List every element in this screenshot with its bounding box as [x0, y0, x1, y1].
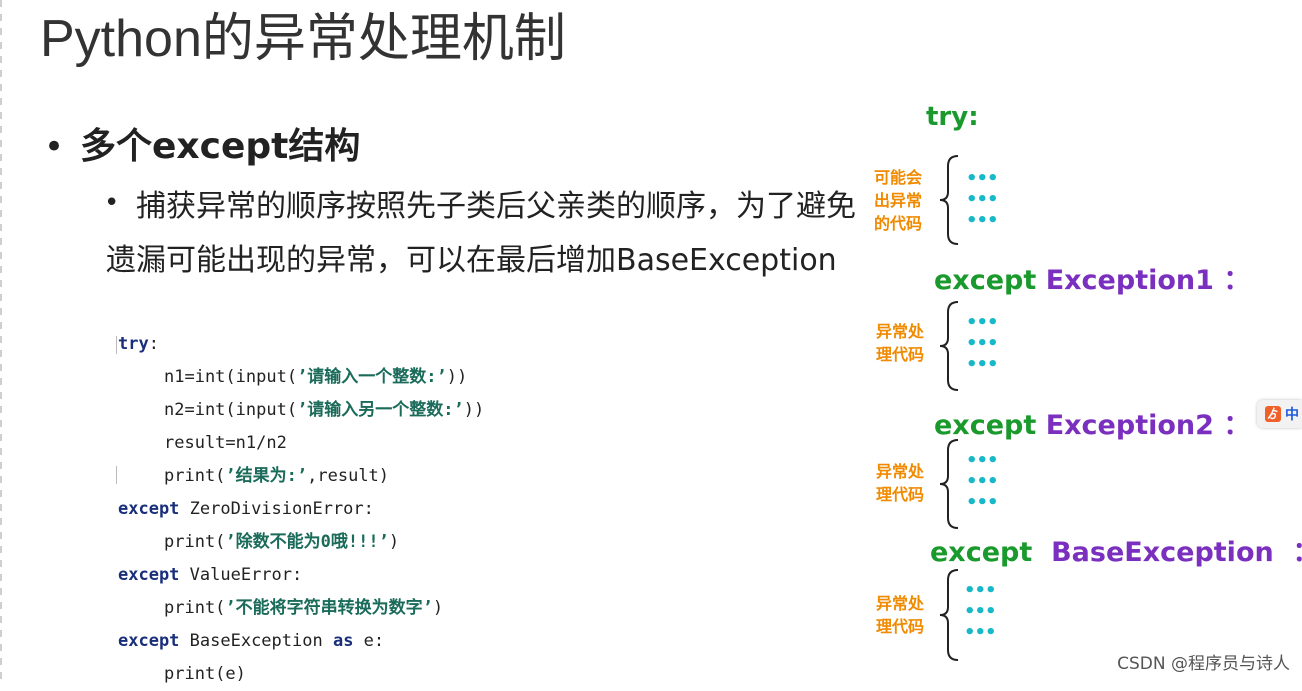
- diagram-handler3-dots: ••• ••• •••: [964, 580, 997, 643]
- curly-brace-icon: [939, 155, 959, 245]
- diagram-try-dots: ••• ••• •••: [966, 168, 999, 231]
- curly-brace-icon: [939, 569, 959, 661]
- slide-title: Python的异常处理机制: [40, 10, 566, 68]
- input-method-icon: ゟ: [1265, 406, 1281, 422]
- diagram-try-block-label: 可能会 出异常 的代码: [874, 168, 923, 233]
- description-paragraph: 捕获异常的顺序按照先子类后父亲类的顺序，为了避免遗漏可能出现的异常，可以在最后增…: [106, 189, 856, 278]
- code-line-print-result: print(’结果为:’,result): [164, 466, 390, 486]
- section-heading: 多个except结构: [80, 126, 361, 167]
- code-caret: [116, 336, 117, 354]
- diagram-try-label: try:: [926, 102, 979, 132]
- exception-structure-diagram: try: 可能会 出异常 的代码 ••• ••• ••• except Exce…: [860, 90, 1302, 680]
- code-line-except-value: except ValueError:: [118, 565, 303, 585]
- code-line-except-zero: except ZeroDivisionError:: [118, 499, 374, 519]
- diagram-except-exception1: except Exception1 ：: [934, 265, 1251, 296]
- code-line-n1: n1=int(input(’请输入一个整数:’)): [164, 367, 468, 387]
- bullet-dot: •: [44, 127, 65, 167]
- code-line-print-zero: print(’除数不能为0哦!!!’): [164, 532, 400, 552]
- text-cursor-mark: [116, 466, 117, 484]
- input-method-label: 中: [1285, 407, 1299, 423]
- input-method-badge[interactable]: ゟ 中: [1257, 400, 1302, 428]
- code-line-n2: n2=int(input(’请输入另一个整数:’)): [164, 400, 485, 420]
- diagram-handler1-label: 异常处 理代码: [876, 322, 925, 364]
- code-block: try: n1=int(input(’请输入一个整数:’)) n2=int(in…: [118, 328, 484, 691]
- diagram-handler2-label: 异常处 理代码: [876, 462, 925, 504]
- diagram-handler2-dots: ••• ••• •••: [966, 450, 999, 513]
- csdn-watermark: CSDN @程序员与诗人: [1117, 654, 1290, 674]
- code-line-try: try:: [118, 334, 159, 354]
- diagram-handler1-dots: ••• ••• •••: [966, 312, 999, 375]
- diagram-handler3-label: 异常处 理代码: [876, 594, 925, 636]
- code-line-print-e: print(e): [164, 664, 246, 684]
- code-line-print-value: print(’不能将字符串转换为数字’): [164, 598, 444, 618]
- diagram-except-base-exception: except BaseException ：: [930, 537, 1302, 568]
- diagram-except-exception2: except Exception2 ：: [934, 410, 1251, 441]
- sub-bullet-dot: •: [104, 188, 120, 218]
- curly-brace-icon: [939, 439, 959, 529]
- curly-brace-icon: [939, 301, 959, 391]
- code-line-result: result=n1/n2: [164, 433, 287, 453]
- code-line-except-base: except BaseException as e:: [118, 631, 385, 651]
- slide-left-rule: [0, 0, 2, 682]
